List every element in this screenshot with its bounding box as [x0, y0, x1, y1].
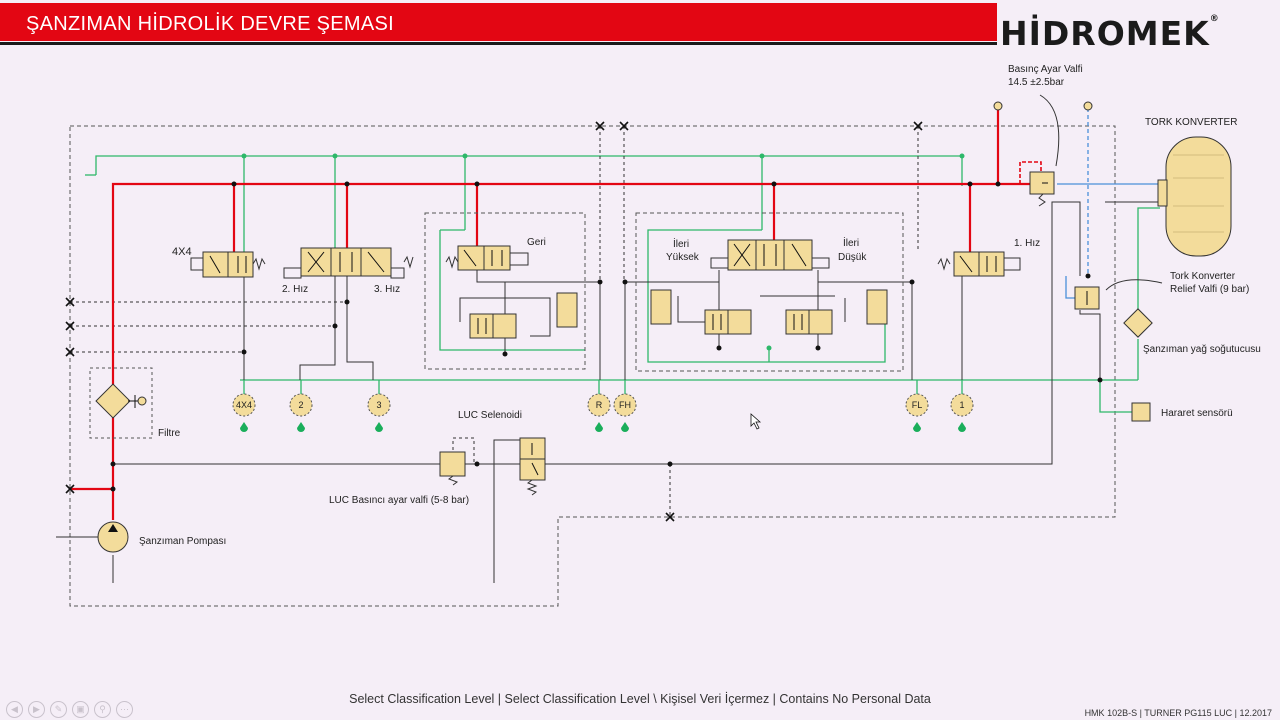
- logo-registered-mark: ®: [1209, 14, 1220, 24]
- clutch-3: [367, 393, 391, 417]
- callout-arrows: [1039, 94, 1163, 291]
- clutch-labels: 4X4 2 3 R FH FL 1: [236, 400, 965, 410]
- return-dots: [241, 153, 965, 351]
- accumulator-forward-high: [650, 289, 672, 325]
- next-icon[interactable]: ▶: [28, 701, 45, 718]
- label-1-speed: 1. Hız: [1014, 238, 1040, 249]
- clutch-label-1: 1: [959, 400, 964, 410]
- label-relief-valve-2: Relief Valfi (9 bar): [1170, 284, 1249, 295]
- label-3-speed: 3. Hız: [374, 284, 400, 295]
- pen-icon[interactable]: ✎: [50, 701, 67, 718]
- luc-pressure-valve: [439, 451, 466, 477]
- label-luc-solenoid: LUC Selenoidi: [458, 410, 522, 421]
- clutch-fh: [613, 393, 637, 417]
- label-transmission-pump: Şanzıman Pompası: [139, 536, 226, 547]
- accumulator-reverse: [556, 292, 578, 328]
- clutch-label-fl: FL: [912, 400, 923, 410]
- clutch-fl: [905, 393, 929, 417]
- clutch-label-2: 2: [298, 400, 303, 410]
- slide-player-controls: ◀ ▶ ✎ ▣ ⚲ ⋯: [6, 701, 133, 718]
- clutch-1: [950, 393, 974, 417]
- oil-drops: [240, 422, 966, 432]
- label-forward-high-2: Yüksek: [666, 252, 700, 263]
- return-lines: [85, 155, 1160, 413]
- logo-text: HİDROMEK: [1000, 14, 1210, 53]
- label-2-speed: 2. Hız: [282, 284, 308, 295]
- junction-dots: [110, 181, 1103, 492]
- component-labels: Basınç Ayar Valfi 14.5 ±2.5bar TORK KONV…: [139, 64, 1261, 547]
- test-points: [993, 101, 1093, 111]
- title-bar: ŞANZIMAN HİDROLİK DEVRE ŞEMASI: [0, 3, 997, 41]
- clutch-2: [289, 393, 313, 417]
- mouse-cursor: [750, 413, 762, 430]
- label-torque-converter: TORK KONVERTER: [1145, 117, 1237, 128]
- hidromek-logo: HİDROMEK®: [1000, 14, 1220, 53]
- clutch-group: [232, 393, 974, 417]
- label-forward-high-1: İleri: [673, 237, 689, 250]
- reverse-valve-group: [424, 212, 586, 370]
- solenoid-ends: [190, 252, 1021, 279]
- clutch-r: [587, 393, 611, 417]
- label-temperature-sensor: Hararet sensörü: [1161, 408, 1233, 419]
- valve-arrows: [128, 182, 1088, 476]
- slides-icon[interactable]: ▣: [72, 701, 89, 718]
- bypass-check: [137, 396, 147, 406]
- label-forward-low-2: Düşük: [838, 252, 867, 263]
- more-icon[interactable]: ⋯: [116, 701, 133, 718]
- converter-lines: [1173, 154, 1224, 233]
- clutch-label-4x4: 4X4: [236, 400, 252, 410]
- clutch-label-fh: FH: [619, 400, 631, 410]
- label-forward-low-1: İleri: [843, 236, 859, 249]
- document-id: HMK 102B-S | TURNER PG115 LUC | 12.2017: [1084, 708, 1272, 718]
- torque-converter-hub: [1157, 179, 1168, 207]
- clutch-4x4: [232, 393, 256, 417]
- pump-arrow: [108, 524, 118, 532]
- transmission-pump: [97, 521, 129, 553]
- label-filter: Filtre: [158, 428, 181, 439]
- filter-housing: [89, 367, 153, 439]
- zoom-icon[interactable]: ⚲: [94, 701, 111, 718]
- label-oil-cooler: Şanzıman yağ soğutucusu: [1143, 344, 1261, 355]
- temperature-sensor: [1131, 402, 1151, 422]
- clutch-label-3: 3: [376, 400, 381, 410]
- filter: [95, 383, 131, 419]
- forward-valve-group: [635, 212, 904, 372]
- housing-outline: [69, 125, 1116, 607]
- label-luc-pressure-valve: LUC Basıncı ayar valfi (5-8 bar): [329, 495, 469, 506]
- oil-cooler: [1123, 308, 1153, 338]
- pressure-lines: [70, 110, 1042, 520]
- classification-footer: Select Classification Level | Select Cla…: [349, 692, 931, 706]
- drain-lines: [56, 126, 1160, 583]
- label-pressure-valve-2: 14.5 ±2.5bar: [1008, 77, 1065, 88]
- page-title: ŞANZIMAN HİDROLİK DEVRE ŞEMASI: [26, 13, 394, 35]
- springs: [252, 193, 1046, 496]
- label-relief-valve-1: Tork Konverter: [1170, 271, 1236, 282]
- label-reverse: Geri: [527, 237, 546, 248]
- label-4x4: 4X4: [172, 246, 192, 258]
- label-pressure-valve-1: Basınç Ayar Valfi: [1008, 64, 1083, 75]
- valve-2-3-speed: [300, 247, 392, 277]
- accumulator-forward-low: [866, 289, 888, 325]
- cooler-line: [1057, 108, 1160, 299]
- title-underline: [0, 42, 997, 45]
- prev-icon[interactable]: ◀: [6, 701, 23, 718]
- clutch-label-r: R: [596, 400, 603, 410]
